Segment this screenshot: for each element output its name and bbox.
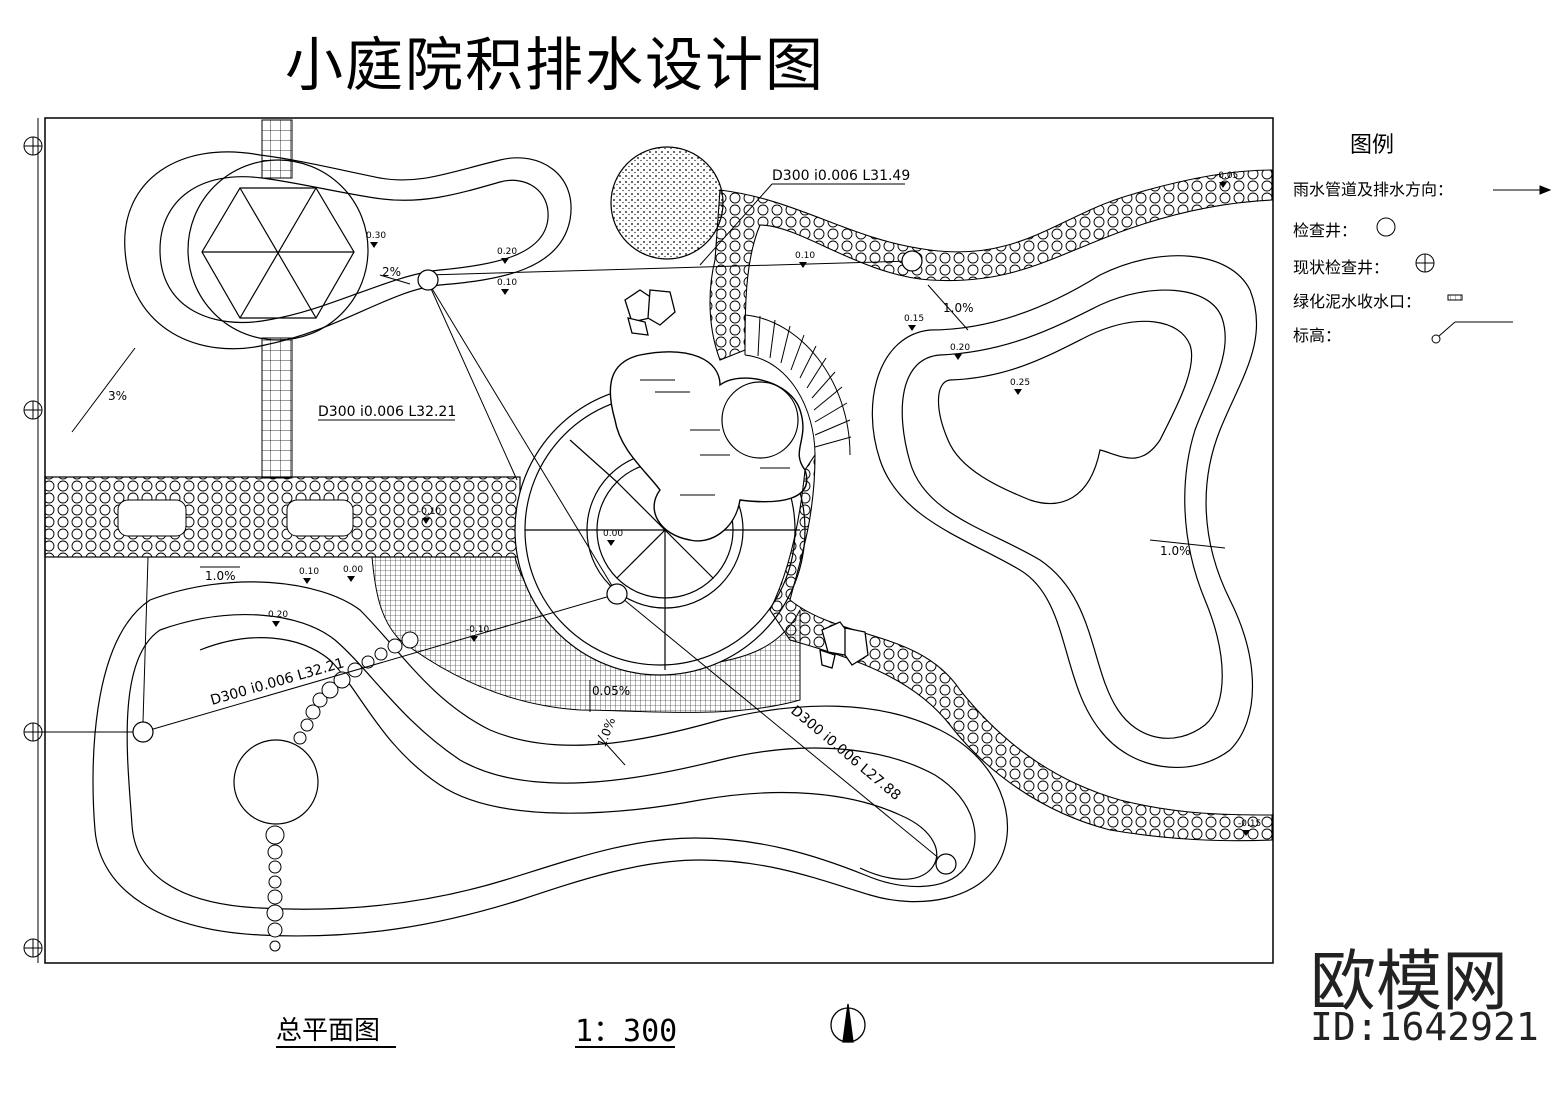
legend-symbols <box>1376 185 1552 344</box>
legend-heading: 图例 <box>1350 133 1395 158</box>
legend-elevation: 标高： <box>1293 326 1342 345</box>
pipe-label-4: D300 i0.006 L27.88 <box>787 703 903 804</box>
svg-text:0.20: 0.20 <box>950 343 970 353</box>
svg-text:0.10: 0.10 <box>299 567 319 577</box>
svg-text:0.10: 0.10 <box>795 251 815 261</box>
slope-1: 2% <box>382 265 401 279</box>
drainage-pipes <box>40 260 947 865</box>
brand-id: ID:1642921 <box>1310 1005 1539 1049</box>
manholes <box>132 250 957 875</box>
legend-existing-manhole: 现状检查井： <box>1293 258 1390 277</box>
svg-text:0.20: 0.20 <box>268 610 288 620</box>
south-path-grid <box>261 337 293 479</box>
svg-text:0.30: 0.30 <box>366 231 386 241</box>
plan-label: 总平面图 <box>276 1016 381 1046</box>
slope-2: 3% <box>108 389 127 403</box>
page-title: 小庭院积排水设计图 <box>285 31 826 99</box>
scale-label: 1：300 <box>575 1014 678 1049</box>
svg-text:0.25: 0.25 <box>1010 378 1030 388</box>
slope-4: 1.0% <box>1160 544 1191 558</box>
svg-text:-0.10: -0.10 <box>418 507 442 517</box>
svg-text:-0.10: -0.10 <box>466 625 490 635</box>
svg-text:-0.05: -0.05 <box>1215 171 1238 181</box>
north-path-grid <box>261 119 293 179</box>
existing-manhole-markers <box>23 136 43 958</box>
plan-underline <box>276 1046 396 1048</box>
slope-3: 1.0% <box>943 301 974 315</box>
hex-paving-path <box>44 476 521 558</box>
north-arrow-icon <box>830 1003 866 1043</box>
rock-clusters <box>624 289 869 669</box>
svg-text:0.00: 0.00 <box>603 529 623 539</box>
scale-underline <box>575 1046 675 1048</box>
slope-5: 1.0% <box>205 569 236 583</box>
stair-steps <box>744 314 852 456</box>
legend-inlet: 绿化泥水收水口： <box>1293 292 1422 311</box>
bottom-lawn-contours <box>92 581 1008 937</box>
pipe-label-2: D300 i0.006 L32.21 <box>318 404 456 420</box>
svg-text:0.00: 0.00 <box>343 565 363 575</box>
slope-7: 0.05% <box>592 684 630 698</box>
legend-manhole: 检查井： <box>1293 221 1358 240</box>
svg-text:0.20: 0.20 <box>497 247 517 257</box>
pipe-label-1: D300 i0.006 L31.49 <box>772 168 910 184</box>
tree-canopy <box>610 146 724 260</box>
svg-text:0.15: 0.15 <box>904 314 924 324</box>
svg-text:0.10: 0.10 <box>497 278 517 288</box>
hex-walkway <box>709 169 1273 361</box>
right-lawn-contours <box>871 255 1258 769</box>
brand-watermark: 欧模网 <box>1310 943 1508 1020</box>
svg-text:-0.15: -0.15 <box>1238 819 1261 829</box>
elevation-markers: 0.30 0.20 0.10 0.10 0.15 0.20 0.25 -0.10… <box>268 171 1261 836</box>
legend-pipe-direction: 雨水管道及排水方向： <box>1293 180 1454 199</box>
